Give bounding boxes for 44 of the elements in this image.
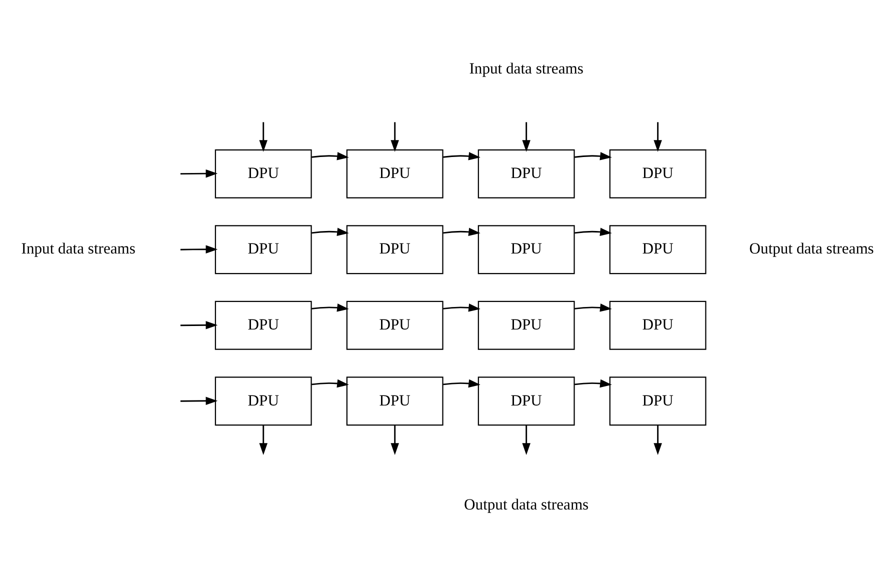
node-box: DPU (214, 300, 312, 350)
arrow (180, 245, 218, 254)
arrow (522, 122, 530, 152)
node-box: DPU (609, 376, 706, 426)
arrow (390, 425, 399, 455)
label: Input data streams (469, 60, 584, 78)
arrow (654, 425, 662, 455)
arrow (259, 425, 268, 455)
node-box: DPU (214, 225, 312, 274)
arrow (443, 379, 480, 388)
node-box: DPU (346, 149, 444, 198)
arrow (312, 152, 349, 160)
node-box: DPU (346, 300, 444, 350)
arrow (443, 152, 480, 160)
arrow (180, 169, 218, 178)
arrow (312, 379, 349, 388)
arrow (443, 304, 480, 312)
label: Input data streams (21, 240, 136, 258)
node-box: DPU (346, 376, 444, 426)
arrow (574, 304, 612, 312)
arrow (574, 152, 612, 160)
node-box: DPU (478, 225, 575, 274)
arrow (390, 122, 399, 152)
node-box: DPU (478, 300, 575, 350)
arrow (259, 122, 268, 152)
node-box: DPU (609, 225, 706, 274)
arrow (180, 321, 218, 330)
arrow (574, 228, 612, 236)
arrow (180, 396, 218, 406)
label: Output data streams (464, 496, 589, 514)
arrow (654, 122, 662, 152)
arrow (312, 228, 349, 236)
arrow (443, 228, 480, 236)
arrow (522, 425, 530, 455)
node-box: DPU (346, 225, 444, 274)
node-box: DPU (214, 149, 312, 198)
node-box: DPU (478, 376, 575, 426)
label: Output data streams (749, 240, 874, 258)
node-box: DPU (478, 149, 575, 198)
node-box: DPU (609, 300, 706, 350)
node-box: DPU (609, 149, 706, 198)
node-box: DPU (214, 376, 312, 426)
arrow (312, 304, 349, 312)
arrow (574, 379, 612, 388)
